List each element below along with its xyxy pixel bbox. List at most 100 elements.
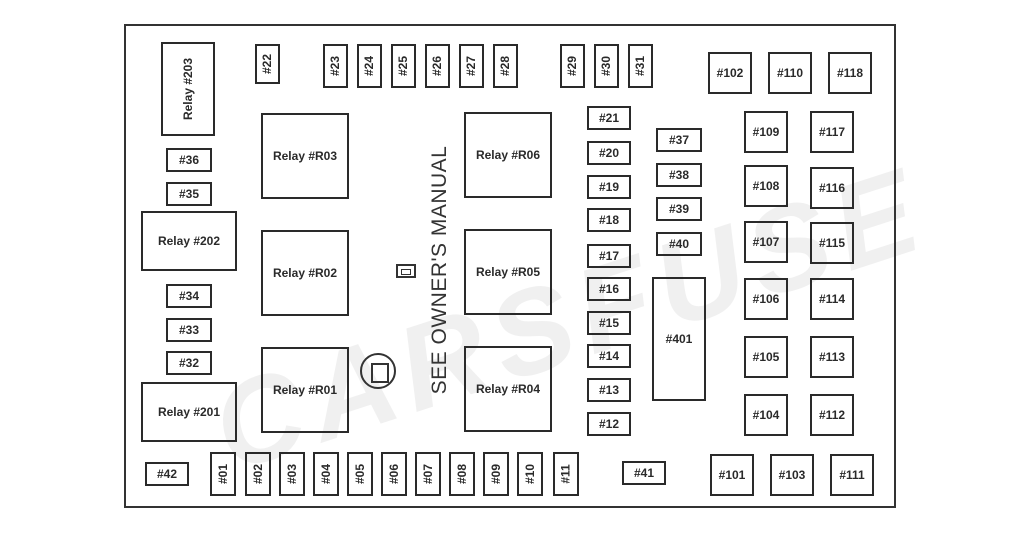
fuse-slot: #27 (459, 44, 484, 88)
slot-label: #117 (818, 125, 846, 139)
slot-label: #33 (178, 323, 200, 337)
slot-label: #118 (836, 66, 864, 80)
fuse-slot: #15 (587, 311, 631, 335)
slot-label: Relay #R05 (475, 265, 541, 279)
slot-label: #01 (216, 463, 230, 485)
fuse-slot: #104 (744, 394, 788, 436)
slot-label: #31 (633, 55, 648, 77)
fuse-slot: #12 (587, 412, 631, 436)
slot-label: #02 (251, 463, 265, 485)
fuse-slot: #07 (415, 452, 441, 496)
fuse-slot: #20 (587, 141, 631, 165)
fuse-slot: #115 (810, 222, 854, 264)
slot-label: #09 (489, 463, 503, 485)
slot-label: Relay #R02 (272, 266, 338, 280)
slot-label: #10 (523, 463, 537, 485)
slot-label: #116 (818, 181, 846, 195)
slot-label: #20 (598, 146, 620, 160)
fuse-slot: #04 (313, 452, 339, 496)
fuse-slot: #01 (210, 452, 236, 496)
slot-label: #15 (598, 316, 620, 330)
fuse-slot: #17 (587, 244, 631, 268)
fuse-slot: #11 (553, 452, 579, 496)
fuse-slot: #26 (425, 44, 450, 88)
slot-label: #30 (599, 55, 614, 77)
slot-label: #07 (421, 463, 435, 485)
slot-label: #29 (565, 55, 580, 77)
slot-label: #06 (387, 463, 401, 485)
relay-r03: Relay #R03 (261, 113, 349, 199)
fuse-slot: #14 (587, 344, 631, 368)
fuse-slot: #108 (744, 165, 788, 207)
fuse-slot: #08 (449, 452, 475, 496)
fuse-slot: #34 (166, 284, 212, 308)
slot-label: #108 (752, 179, 780, 193)
fuse-slot: #10 (517, 452, 543, 496)
fuse-slot: #112 (810, 394, 854, 436)
slot-label: Relay #201 (157, 405, 221, 419)
slot-label: #23 (328, 55, 343, 77)
slot-label: #35 (178, 187, 200, 201)
slot-label: #42 (156, 467, 178, 481)
fuse-box-outline (124, 24, 896, 508)
fuse-slot: #25 (391, 44, 416, 88)
fuse-slot: #30 (594, 44, 619, 88)
fuse-slot: #13 (587, 378, 631, 402)
fuse-slot: #103 (770, 454, 814, 496)
slot-label: Relay #202 (157, 234, 221, 248)
slot-label: Relay #R01 (272, 383, 338, 397)
fuse-slot: #111 (830, 454, 874, 496)
fuse-slot: #09 (483, 452, 509, 496)
fuse-slot: #40 (656, 232, 702, 256)
fuse-slot: #21 (587, 106, 631, 130)
relay-202: Relay #202 (141, 211, 237, 271)
fuse-slot: #101 (710, 454, 754, 496)
slot-label: #114 (818, 292, 846, 306)
fuse-slot: #42 (145, 462, 189, 486)
slot-label: #21 (598, 111, 620, 125)
slot-label: #106 (752, 292, 780, 306)
fuse-401: #401 (652, 277, 706, 401)
slot-label: #22 (260, 53, 275, 75)
fuse-slot: #35 (166, 182, 212, 206)
slot-label: #18 (598, 213, 620, 227)
slot-label: #19 (598, 180, 620, 194)
slot-label: #113 (818, 350, 846, 364)
fuse-slot: #110 (768, 52, 812, 94)
slot-label: #05 (353, 463, 367, 485)
slot-label: #34 (178, 289, 200, 303)
fuse-slot: #24 (357, 44, 382, 88)
slot-label: #107 (752, 235, 780, 249)
fuse-slot: #02 (245, 452, 271, 496)
slot-label: #109 (752, 125, 780, 139)
slot-label: #17 (598, 249, 620, 263)
relay-r05: Relay #R05 (464, 229, 552, 315)
fuse-slot: #03 (279, 452, 305, 496)
fuse-slot: #16 (587, 277, 631, 301)
slot-label: #08 (455, 463, 469, 485)
fuse-slot: #39 (656, 197, 702, 221)
fuse-slot: #06 (381, 452, 407, 496)
fuse-slot: #31 (628, 44, 653, 88)
relay-203: Relay #203 (161, 42, 215, 136)
fuse-slot: #23 (323, 44, 348, 88)
slot-label: #39 (668, 202, 690, 216)
relay-r06: Relay #R06 (464, 112, 552, 198)
slot-label: #26 (430, 55, 445, 77)
slot-label: #25 (396, 55, 411, 77)
fuse-slot: #41 (622, 461, 666, 485)
slot-label: #11 (558, 464, 573, 484)
fuse-symbol-icon (360, 353, 396, 389)
fuse-slot: #102 (708, 52, 752, 94)
slot-label: #38 (668, 168, 690, 182)
slot-label: #03 (285, 463, 299, 485)
slot-label: #12 (598, 417, 620, 431)
fuse-slot: #29 (560, 44, 585, 88)
slot-label: #13 (598, 383, 620, 397)
slot-label: #27 (464, 55, 479, 77)
slot-label: #28 (498, 55, 513, 77)
slot-label: #40 (668, 237, 690, 251)
slot-label: #401 (665, 332, 693, 346)
slot-label: #24 (362, 55, 377, 77)
fuse-slot: #32 (166, 351, 212, 375)
